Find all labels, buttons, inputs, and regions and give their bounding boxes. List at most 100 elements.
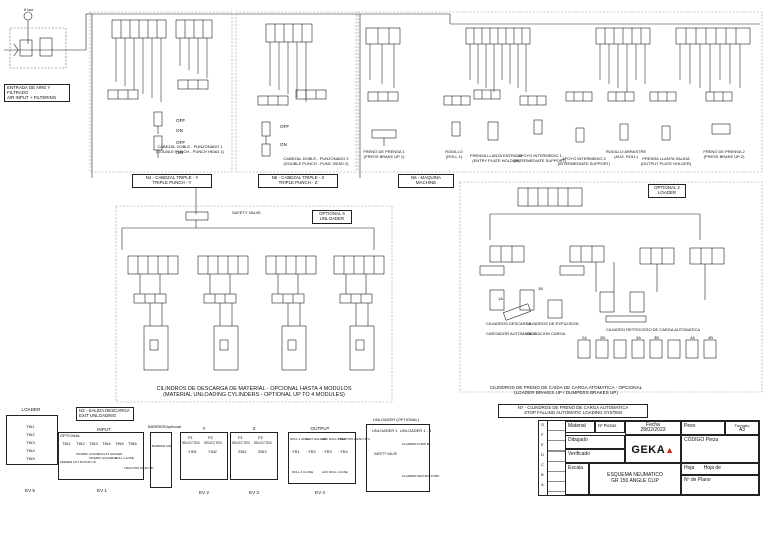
machine-label-14: FRENO DE PRENSA 2 [703,149,745,154]
legend-y-sel-2: SELECTED [204,441,222,445]
legend-output-code-4: YR4 [340,449,348,454]
tb-verificado: Verificado [565,449,625,463]
loader-label-automatic: CARGADOR AUTOMATICO [486,331,537,336]
legend-z-code-2: ZIN2 [258,449,267,454]
supply-pressure-label: 6 bar [24,7,34,12]
machine-label-entry-plate: PRENSA LLANTA ENTRADA (ENTRY PLATE HOLDE… [470,153,522,163]
valve-on-label: ON [176,128,183,133]
legend-z-sel-1: SELECTED [232,441,250,445]
legend-loader-item-3: TIN3 [26,440,35,445]
geka-triangle-icon: ▲ [665,445,675,455]
machine-label-press-brake-1: FRENO DE PRENSA 1 (PRESS BRAKE UP 1) [363,149,405,159]
loader-label-discharge: CILINDROS DESCARGA [486,321,532,326]
machine-label-press-brake-2: FRENO DE PRENSA 2 (PRESS BRAKE UP 2) [703,149,745,159]
legend-unloader-title: UNLOADER (OPTIONAL) [372,417,420,422]
legend-output-col-1: ROLL 2 OPEN [290,437,310,441]
loader-inner-caption-en: (LOADER BRAKES UP / DUMPERS BRAKES UP) [514,390,618,395]
legend-input-panel [58,432,144,480]
loader-small-2b: 2B [600,335,605,340]
loader-n7-caption-es: N7 - CILINDROS DE FRENO DE CARGA AUTOMAT… [517,405,629,410]
valve-off-label: OFF [176,118,186,123]
legend-output-col-3: AUX ROLL OPEN [322,437,347,441]
legend-loader-item-2: TIN2 [26,432,35,437]
legend-barrier-panel [150,432,172,488]
loader-optional-title: OPTIONAL 2 [654,185,680,190]
rev-d: D [541,452,544,457]
legend-safety: SAFETY VALVE [374,452,398,456]
tb-escala: Escala [565,463,589,495]
legend-z-p2: P2 [258,435,263,440]
section-n6-caption-en: MACHINE [415,179,437,185]
legend-output-panel [288,432,356,484]
legend-z-p1: P1 [238,435,243,440]
loader-small-3a: 3A [636,335,641,340]
legend-loader-item-4: TIN4 [26,448,35,453]
loader-small-4a: 4A [690,335,695,340]
loader-optional-sub: LOADER [657,189,677,195]
legend-ev1: EV 1 [97,488,107,493]
machine-label-1: (PRESS BRAKE UP 1) [363,153,405,159]
punch-head-1-sub-es: CABEZAL DOBLE - PUNZONADO 1 [157,144,223,149]
tb-hoja-de: Hoja de [703,465,721,471]
legend-input-code-6: TIN6 [128,441,137,446]
tb-fecha-label: Fecha [646,422,660,428]
legend-y-code-1: YIN1 [188,449,197,454]
machine-label-11: (AUX. ROLL) [614,153,638,159]
legend-input-code-2: TIN2 [76,441,85,446]
rev-grid [547,421,566,495]
tb-dibujado: Dibujado [565,435,625,449]
legend-y-p1: P1 [188,435,193,440]
legend-optional: OPTIONAL [60,433,81,438]
rev-a: A [541,482,544,487]
legend-input-col-1: FEEDER LIFT ROTOR UP [60,460,96,464]
legend-n3-en: EXIT UNLOADING [79,412,117,418]
tb-hoja: Hoja Hoja de [681,463,759,475]
legend-barrier-sub: BARRIER AIR [152,444,172,448]
punch-head-2-sub: CABEZAL DOBLE - PUNZONADO 2 (DOUBLE PUNC… [283,156,348,166]
machine-label-aux-roll: RODILLO ARRASTRE (AUX. ROLL) [606,149,646,159]
section-n5-caption-en: TRIPLE PUNCH - Z [278,179,318,185]
tb-fecha: 28/02/2023 [640,427,666,433]
tb-codigo: CÓDIGO Pieza [681,435,759,463]
punch-head-1-sub-en: (DOUBLE PUNCH - PUNCH HEAD 1) [156,148,224,154]
legend-y-code-2: YIN2 [208,449,217,454]
machine-label-3: (ROLL 1) [445,153,463,159]
legend-unloader-1: UNLOADER 1 [372,428,398,433]
machine-label-0: FRENO DE PRENSA 1 [363,149,405,154]
legend-ev5: EV 5 [25,488,35,493]
legend-loader-title: LOADER [21,407,41,412]
legend-output-code-3: YR3 [324,449,332,454]
loader-label-validation: VALIDACION CARGA [526,331,566,336]
legend-clamper: CLAMPER PUMP B1 [402,442,431,446]
legend-ev3: EV 3 [249,490,259,495]
legend-z-code-1: ZIN1 [238,449,247,454]
legend-clamper-ret: CLAMPER RETURN PUMP [402,474,440,478]
punch-head-1-sub: CABEZAL DOBLE - PUNZONADO 1 (DOUBLE PUNC… [156,144,224,154]
machine-label-8: APOYO INTERMEDIO 2 [562,156,606,161]
machine-label-12: PRENSA LLANTA SALIDA [642,156,690,161]
legend-loader: LOADER TIN1 TIN2 TIN3 TIN4 TIN5 [6,407,58,465]
legend-input-col-5: ROLL CLOSE [115,456,134,460]
loader-small-3b: 3B [654,335,659,340]
legend-input-col-6: TRACTION HEAD UP [124,466,154,470]
legend-z-title: Z [252,426,256,431]
legend-barrier-title: BARRIER/optional [148,424,181,429]
legend-loader-item-1: TIN1 [26,424,35,429]
legend-input-title: INPUT [97,427,111,432]
legend-input-code-5: TIN5 [115,441,124,446]
legend-y-panel [180,432,228,480]
unloader-optional-box: OPTIONAL 6 UNLOADER [312,210,352,224]
section-n4-caption: N4 - CABEZAL TRIPLE - Y TRIPLE PUNCH - Y [132,174,212,188]
loader-small-2a: 2A [582,335,587,340]
legend-input-col-3: INTERM. HOLDER 2 [89,456,118,460]
tb-formato-cell: Formato A3 [725,421,759,435]
machine-label-intermediate-1: APOYO INTERMEDIO 1 (INTERMEDIATE SUPPORT… [514,153,567,163]
legend-n3-caption: N3 - SALIDA DESCARGA EXIT UNLOADING [76,407,134,421]
legend-loader-panel [6,415,58,465]
unloader-optional-sub: UNLOADER [319,215,345,221]
loader-small-4b: 4B [708,335,713,340]
tb-formato: A3 [738,427,746,433]
tb-fecha-cell: Fecha 28/02/2023 [625,421,681,435]
machine-label-roll: RODILLO (ROLL 1) [445,149,463,159]
